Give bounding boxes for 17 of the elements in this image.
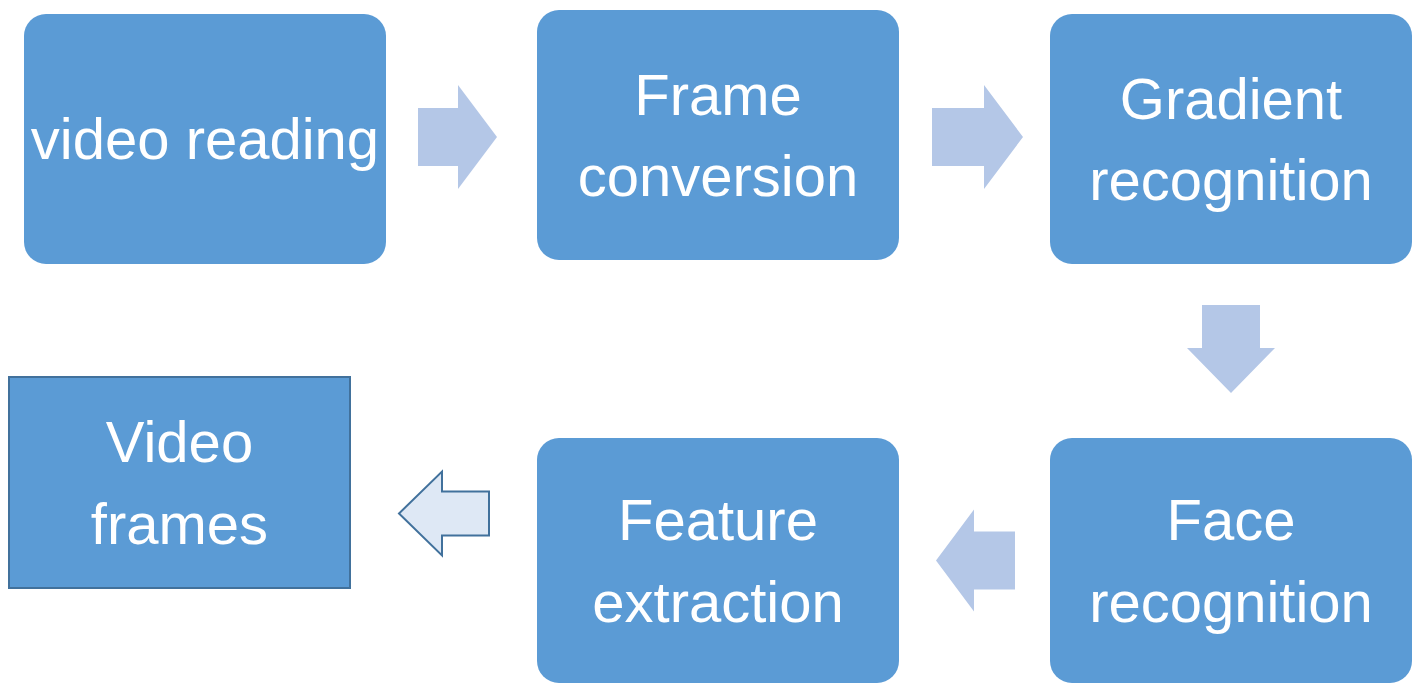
block-arrow — [936, 509, 1015, 612]
process-box — [1050, 14, 1412, 264]
step-label: Face recognition — [1088, 486, 1374, 636]
process-box — [537, 438, 899, 683]
process-box — [24, 14, 386, 264]
block-arrow — [418, 85, 497, 189]
block-arrow — [397, 469, 490, 558]
process-box — [8, 376, 351, 589]
block-arrow — [932, 85, 1023, 189]
step-label: Frame conversion — [576, 60, 860, 210]
step-label: Feature extraction — [591, 486, 845, 636]
step-label: Video frames — [89, 408, 270, 558]
step-label: Gradient recognition — [1088, 64, 1374, 214]
process-box — [537, 10, 899, 260]
process-box — [1050, 438, 1412, 683]
step-label: video reading — [30, 105, 380, 174]
block-arrow — [1187, 305, 1275, 393]
